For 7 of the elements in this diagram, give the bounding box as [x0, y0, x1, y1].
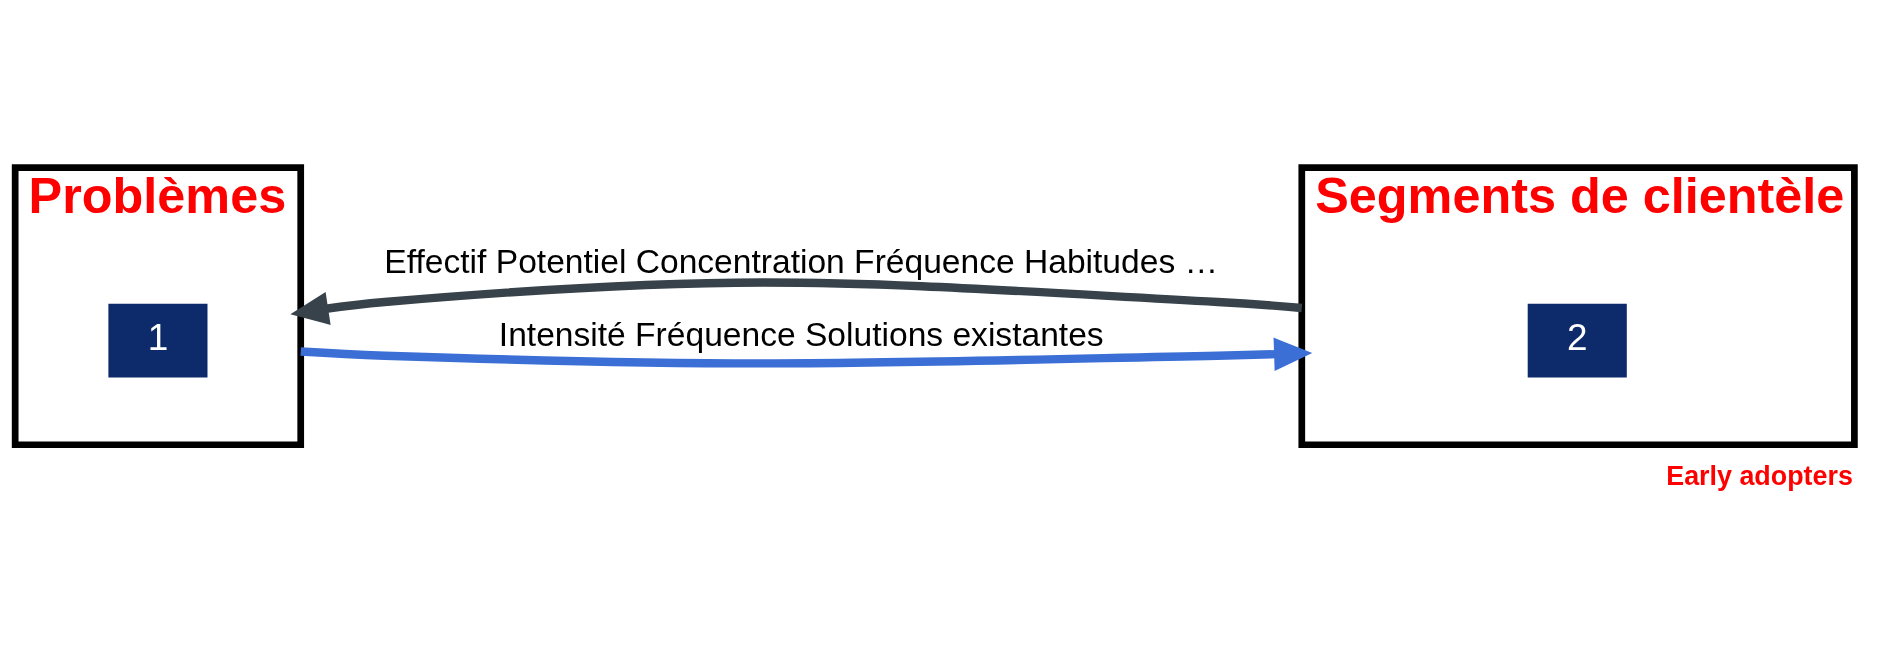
- node-box: 2: [1527, 303, 1627, 378]
- edge-label: Effectif Potentiel Concentration Fréquence Habitudes …: [384, 242, 1219, 280]
- arrow: [300, 337, 1313, 371]
- node-box: 1: [108, 303, 208, 378]
- edge-label: Intensité Fréquence Solutions existantes: [498, 315, 1104, 353]
- arrow: [290, 277, 1303, 325]
- node-label: Early adopters: [1666, 460, 1853, 491]
